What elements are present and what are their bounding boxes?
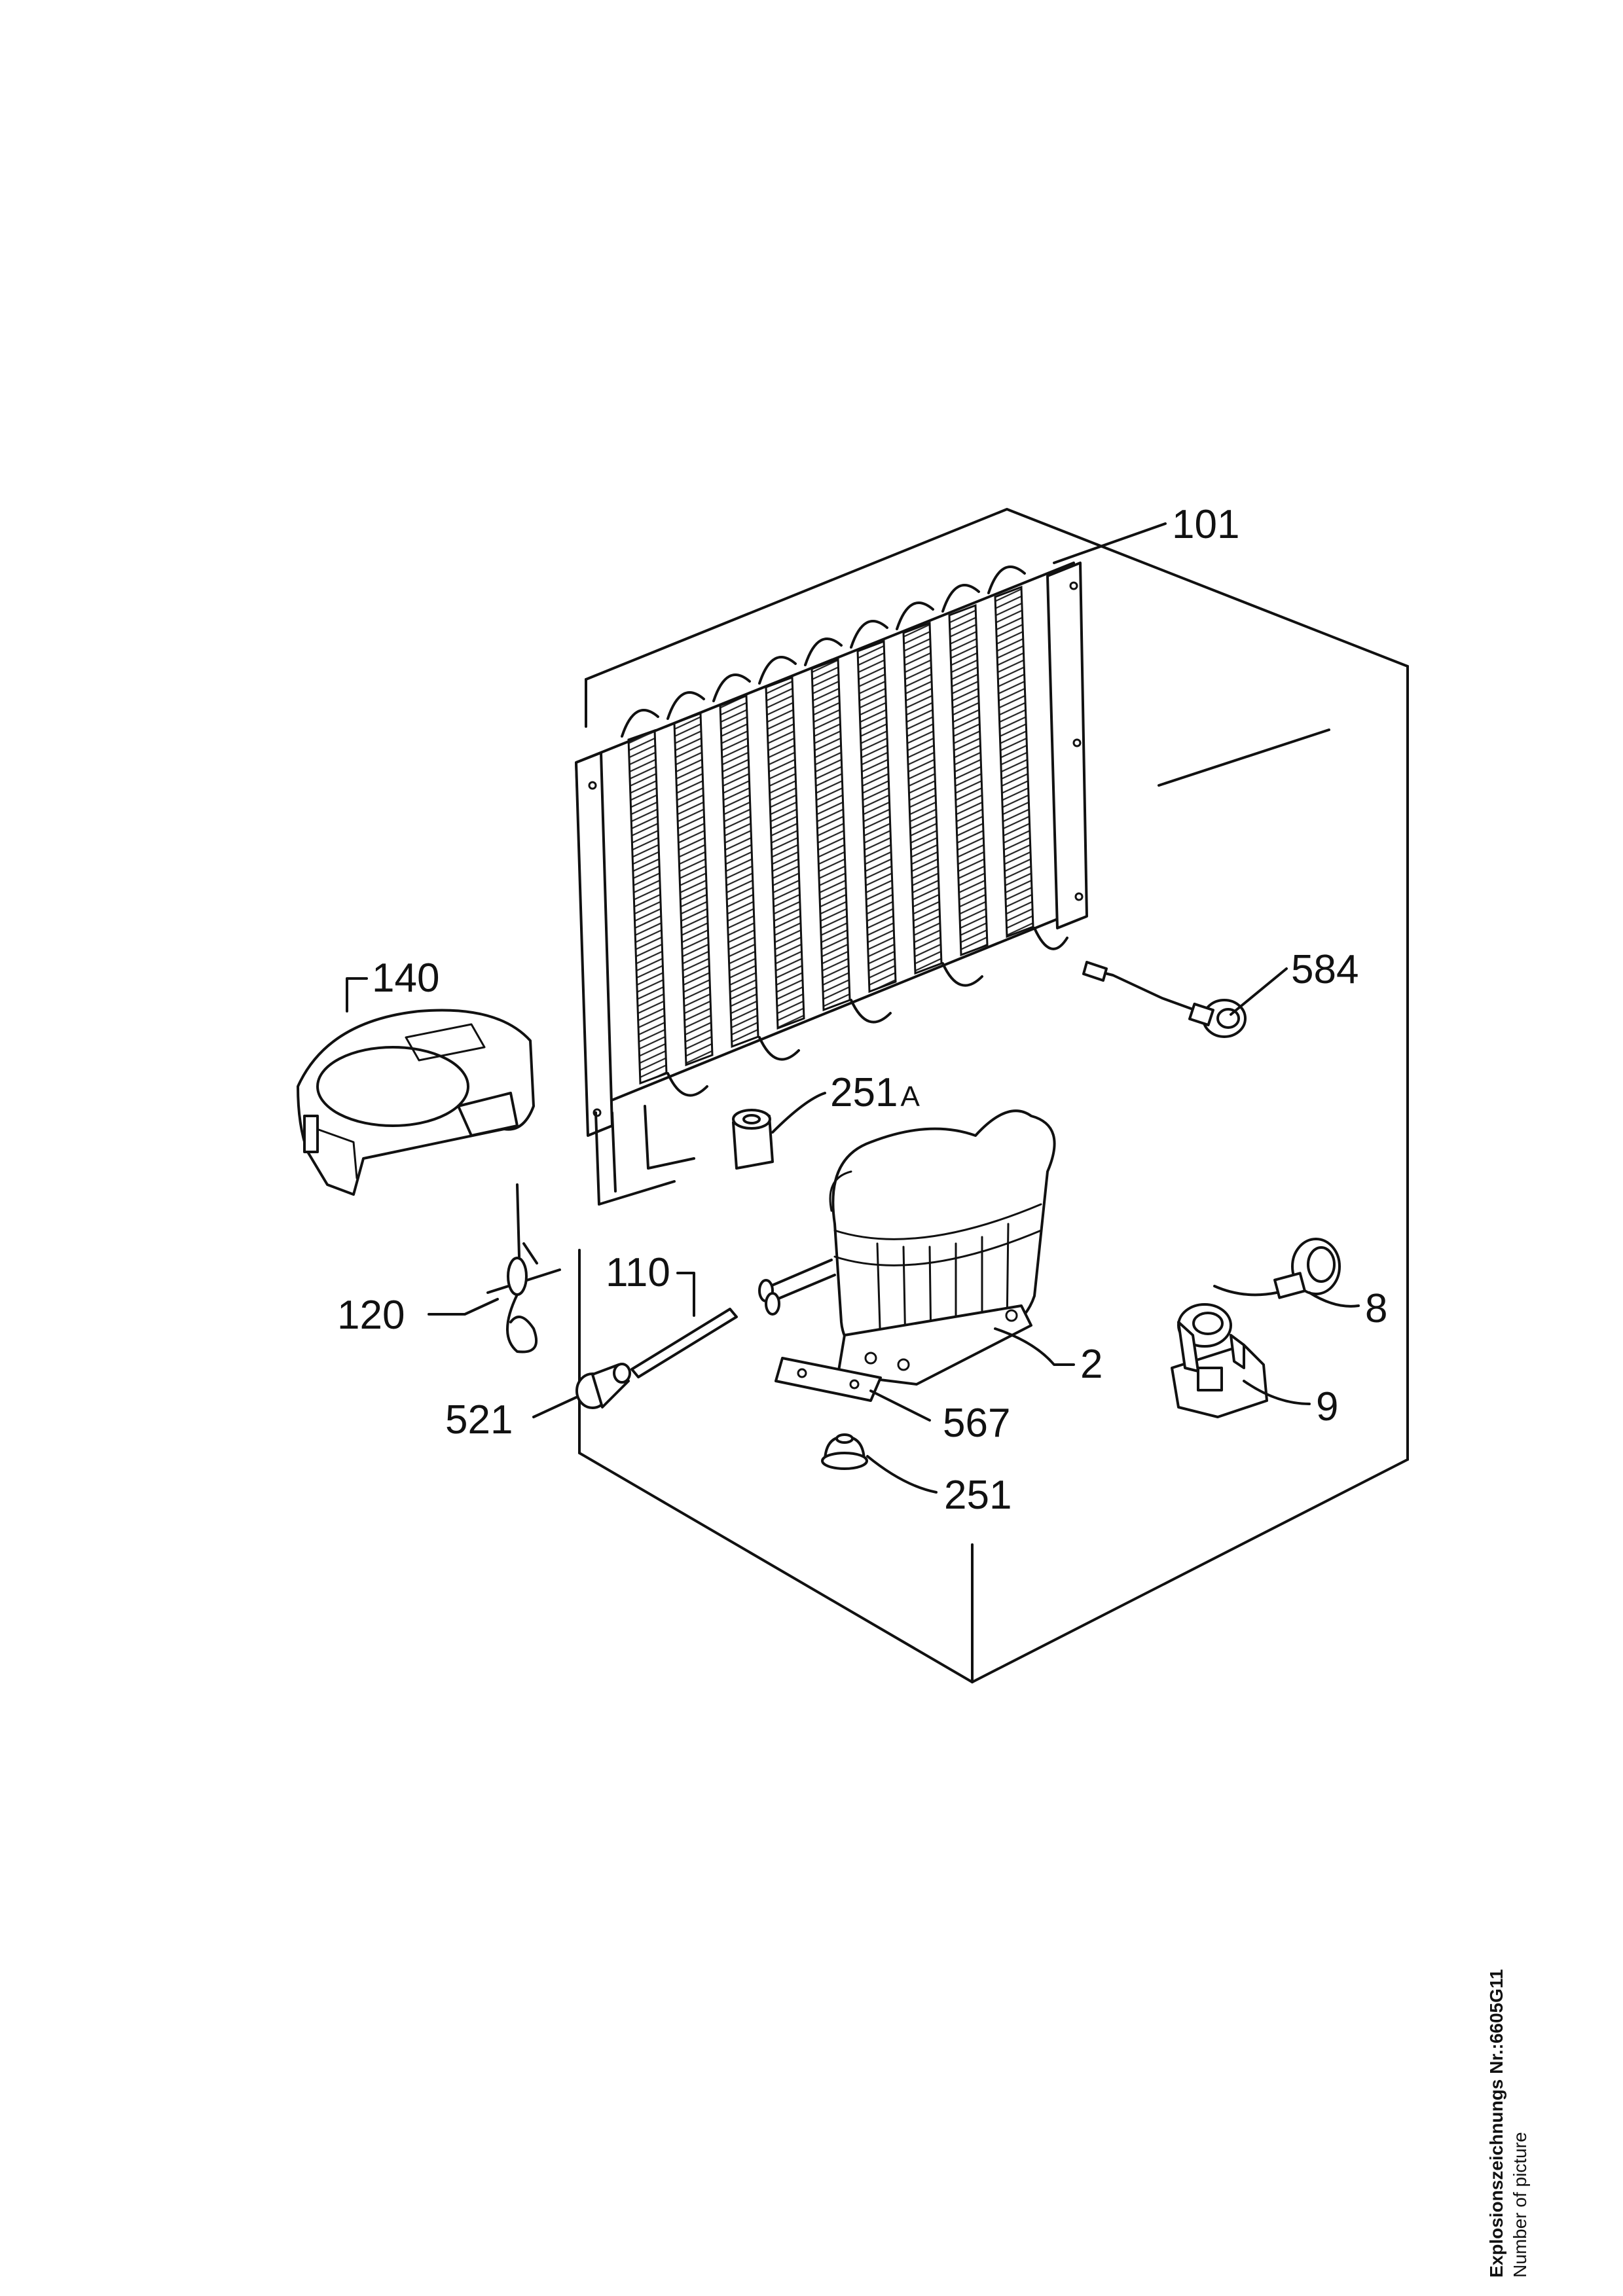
leader-567 (869, 1390, 931, 1422)
caption-title: Explosionszeichnungs Nr.:6605G11 (1486, 1969, 1506, 2278)
cabinet-outline (578, 508, 1409, 1683)
leader-120 (428, 1298, 499, 1316)
callout-567: 567 (943, 1401, 1010, 1446)
part-9-starter (1171, 1303, 1268, 1418)
callout-251A-suffix: A (900, 1081, 920, 1113)
callout-120: 120 (337, 1293, 405, 1338)
leader-251 (866, 1455, 938, 1494)
leader-251A (771, 1092, 826, 1134)
part-567-bracket (775, 1357, 882, 1402)
callout-110: 110 (606, 1250, 670, 1295)
part-521-plug (575, 1363, 631, 1409)
callout-251: 251 (944, 1473, 1012, 1518)
leader-lines (346, 522, 1360, 1494)
callout-251A-number: 251 (830, 1070, 898, 1115)
leader-110 (676, 1272, 695, 1317)
leader-101 (1053, 522, 1167, 564)
leader-521 (532, 1396, 577, 1418)
picture-number-caption: Explosionszeichnungs Nr.:6605G11 Number … (1486, 1911, 1565, 2278)
callout-251A: 251A (830, 1070, 920, 1115)
leader-9 (1243, 1380, 1311, 1405)
callout-8: 8 (1365, 1286, 1387, 1331)
leader-2 (994, 1327, 1075, 1366)
leader-8 (1308, 1291, 1360, 1308)
callout-labels: 101 584 140 251A 110 120 8 2 9 521 567 2… (337, 502, 1387, 1518)
callout-2: 2 (1080, 1342, 1103, 1387)
part-140-drip-tray (297, 1009, 535, 1196)
callout-140: 140 (372, 956, 439, 1001)
part-120-capillary (486, 1183, 561, 1354)
part-2-compressor (758, 1109, 1056, 1386)
part-584-sensor (1082, 961, 1247, 1038)
condenser-coil (575, 562, 1088, 1206)
part-251-grommet (821, 1433, 868, 1470)
leader-584 (1230, 967, 1288, 1016)
part-251A-grommet (732, 1109, 774, 1170)
callout-9: 9 (1316, 1384, 1338, 1429)
callout-521: 521 (445, 1397, 513, 1443)
callout-584: 584 (1291, 947, 1359, 992)
leader-140 (346, 977, 368, 1013)
part-8-relay (1213, 1238, 1341, 1299)
callout-101: 101 (1172, 502, 1239, 547)
part-110-tube (630, 1308, 738, 1378)
caption-subtitle: Number of picture (1510, 2132, 1530, 2278)
